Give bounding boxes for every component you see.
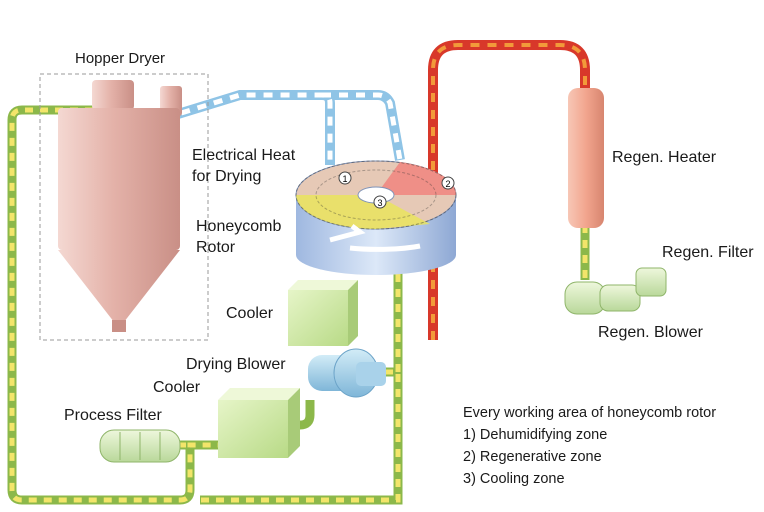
regen-heater [568, 88, 604, 228]
hopper-dryer [39, 73, 209, 341]
upper-cooler [288, 280, 358, 346]
label-honeycomb-rotor-2: Rotor [196, 239, 236, 256]
label-hopper-dryer: Hopper Dryer [75, 50, 166, 67]
label-cooler-lower: Cooler [153, 379, 201, 396]
label-honeycomb-rotor-1: Honeycomb [196, 218, 282, 235]
regen-air-pipe [428, 40, 590, 340]
label-regen-blower: Regen. Blower [598, 324, 703, 341]
rotor-marker-2 [441, 176, 455, 190]
label-drying-blower: Drying Blower [186, 356, 286, 373]
hopper-body [58, 108, 180, 250]
label-regen-heater: Regen. Heater [612, 149, 717, 166]
label-electrical-heat-1: Electrical Heat [192, 147, 296, 164]
process-filter [99, 429, 181, 463]
legend-item: 3) Cooling zone [463, 471, 565, 487]
hopper-cone [58, 250, 180, 322]
hopper-dryer-frame [39, 73, 209, 341]
rotor-zones-legend: Every working area of honeycomb rotor 1)… [463, 402, 716, 490]
drying-blower [308, 348, 386, 398]
hot-air-pipe [163, 90, 405, 165]
rotor-marker-1 [338, 171, 352, 185]
cooling-zone [296, 195, 430, 229]
process-air-pipe [7, 105, 403, 505]
rotor-marker-label: 2 [445, 179, 450, 189]
rotor-marker-3 [373, 195, 387, 209]
legend-item: 2) Regenerative zone [463, 449, 602, 465]
rotor-marker-label: 3 [377, 198, 382, 208]
honeycomb-rotor: 1 2 3 [295, 160, 457, 275]
regen-filter [635, 267, 667, 297]
regenerative-zone [376, 162, 457, 195]
hopper-outlet [112, 320, 126, 332]
label-regen-filter: Regen. Filter [662, 244, 754, 261]
regen-blower [564, 267, 667, 315]
rotor-marker-label: 1 [342, 174, 347, 184]
legend-item: 1) Dehumidifying zone [463, 427, 608, 443]
hopper-lid [92, 80, 134, 110]
label-process-filter: Process Filter [64, 407, 162, 424]
lower-cooler [218, 388, 300, 458]
label-electrical-heat-2: for Drying [192, 168, 262, 185]
label-cooler-upper: Cooler [226, 305, 274, 322]
legend-title: Every working area of honeycomb rotor [463, 405, 717, 421]
